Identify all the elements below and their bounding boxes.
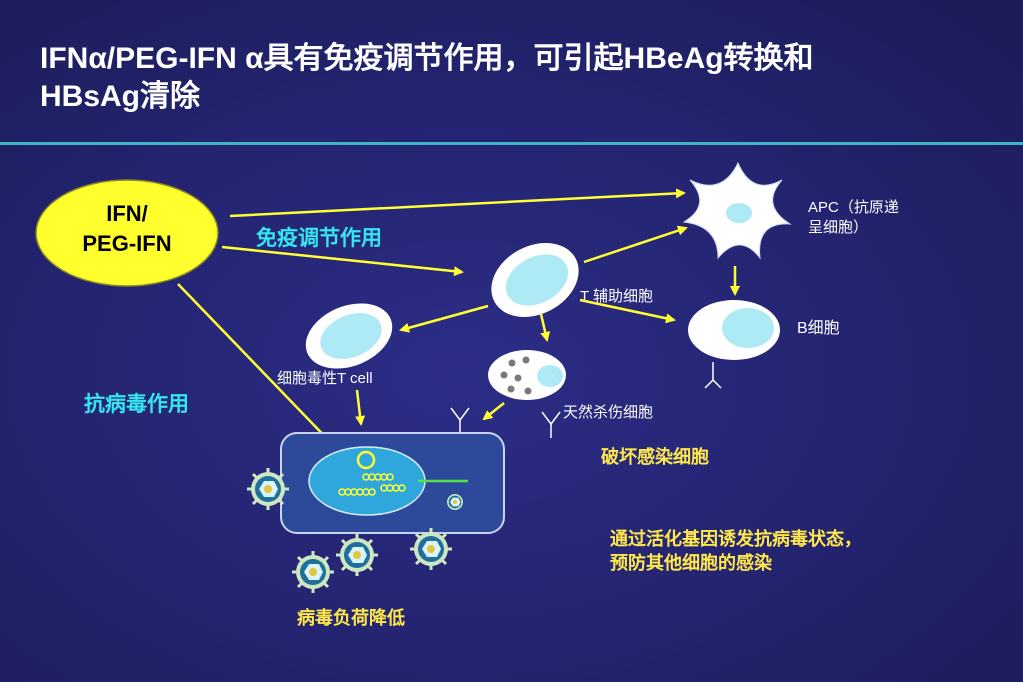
arrow-ifn-to-infected-cell [177,283,338,450]
arrow-ifn-to-t-helper [221,245,464,277]
activate-genes-label: 通过活化基因诱发抗病毒状态， 预防其他细胞的感染 [610,527,862,575]
immune-regulation-label: 免疫调节作用 [256,227,382,250]
virus-icon [245,466,291,512]
arrow-ifn-to-apc [229,188,686,218]
antiviral-label: 抗病毒作用 [84,393,189,416]
infected-cell-icon [280,432,505,534]
nk-cell-label: 天然杀伤细胞 [563,404,654,421]
ifn-ellipse [35,179,219,287]
b-cell-antibody-icon [704,362,722,389]
activate-genes-line-2: 预防其他细胞的感染 [610,553,772,573]
ifn-label-line-2: PEG-IFN [82,231,172,256]
t-helper-label: T 辅助细胞 [580,288,654,305]
b-cell-icon [688,300,780,389]
arrow-t-helper-to-b-cell [579,298,676,324]
virus-icon [408,526,454,572]
arrows [177,188,740,450]
arrow-t-helper-to-apc [583,225,688,264]
nk-cell-icon [488,350,566,400]
virus-icon [334,532,380,578]
viral-load-label: 病毒负荷降低 [297,608,405,628]
arrow-nk-to-infected [482,402,505,421]
slide-title: IFNα/PEG-IFN α具有免疫调节作用，可引起HBeAg转换和 HBsAg… [40,40,1000,116]
apc-label-line-1: APC（抗原递 [808,199,899,216]
title-line-1: IFNα/PEG-IFN α具有免疫调节作用，可引起HBeAg转换和 [40,42,814,75]
t-helper-cell-icon [491,243,579,317]
destroy-infected-label: 破坏感染细胞 [601,447,709,467]
viral-dna-icon [338,473,406,496]
apc-icon [682,161,792,260]
apc-label-line-2: 呈细胞） [808,219,869,236]
title-line-2: HBsAg清除 [40,80,201,113]
activate-genes-line-1: 通过活化基因诱发抗病毒状态， [610,529,862,549]
cytotoxic-t-label: 细胞毒性T cell [277,370,373,387]
arrow-t-helper-to-cytotoxic [399,304,489,333]
ifn-label-line-1: IFN/ [106,201,148,226]
virus-icon [290,549,336,595]
b-cell-label: B细胞 [797,320,840,337]
title-divider [0,142,1023,145]
apc-label: APC（抗原递 呈细胞） [808,198,899,238]
ifn-label: IFN/ PEG-IFN [52,199,202,259]
cytotoxic-t-cell-icon [305,303,393,369]
virus-icon [447,494,463,510]
arrow-cytotoxic-to-infected [355,389,366,426]
antibody-icon [541,411,561,439]
arrow-t-helper-to-nk [539,313,551,342]
antibody-icon [450,407,470,435]
